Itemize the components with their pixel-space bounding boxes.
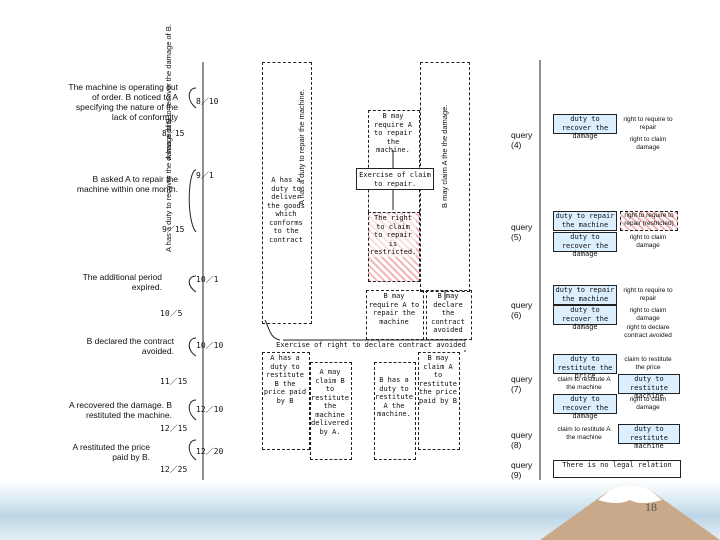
query-label: query (8) bbox=[511, 430, 539, 450]
date-label: 10／10 bbox=[196, 340, 223, 351]
date-label: 12／10 bbox=[196, 404, 223, 415]
right-restricted: The right to claim to repair is restrict… bbox=[370, 214, 416, 257]
q7-box: duty to restitute machine bbox=[618, 374, 680, 394]
query-label: query (5) bbox=[511, 222, 539, 242]
date-label: 12／15 bbox=[160, 423, 187, 434]
date-label: 12／20 bbox=[196, 446, 223, 457]
q8-text: claim to restitute A the machine bbox=[553, 426, 615, 442]
a-claim-restitute: A may claim B to restitute the machine d… bbox=[310, 368, 350, 436]
q7-box: duty to recover the damage bbox=[553, 394, 617, 414]
query-label: query (7) bbox=[511, 374, 539, 394]
a-duty-deliver: A has a duty to deliver the goods which … bbox=[266, 176, 306, 244]
q5-text: right to claim damage bbox=[620, 234, 676, 250]
a-duty-restitute: A has a duty to restitute B the price pa… bbox=[262, 354, 308, 405]
q4-text: right to claim damage bbox=[620, 136, 676, 152]
q6-box: duty to repair the machine bbox=[553, 285, 617, 305]
event-5: A recovered the damage. B restituted the… bbox=[64, 400, 172, 420]
date-label: 10／5 bbox=[160, 308, 182, 319]
date-label: 9／1 bbox=[196, 170, 214, 181]
event-6: A restituted the price paid by B. bbox=[64, 442, 150, 462]
event-3: The additional period expired. bbox=[64, 272, 162, 292]
q6-box: duty to recover the damage bbox=[553, 305, 617, 325]
q5-box: duty to repair the machine bbox=[553, 211, 617, 231]
q7-text: right to claim damage bbox=[620, 396, 676, 412]
b-require-repair-2: B may require A to repair the machine bbox=[368, 292, 420, 326]
date-label: 12／25 bbox=[160, 464, 187, 475]
q8-box: duty to restitute machine bbox=[618, 424, 680, 444]
b-require-repair: B may require A to repair the machine. bbox=[370, 112, 416, 155]
exercise-declare: Exercise of right to declare contract av… bbox=[276, 341, 466, 350]
q6-text: right to declare contract avoided bbox=[620, 324, 676, 340]
q7-text: claim to restitute A the machine bbox=[553, 376, 615, 392]
q5-hatch: right to require to repair (restricted) bbox=[620, 211, 678, 231]
mountain-graphic bbox=[540, 470, 720, 540]
q4-box: duty to recover the damage bbox=[553, 114, 617, 134]
query-label: query (9) bbox=[511, 460, 539, 480]
exercise-claim: Exercise of claim to repair. bbox=[357, 169, 433, 188]
q6-text: right to claim damage bbox=[620, 307, 676, 323]
b-duty-restitute: B has a duty to restitute A the machine. bbox=[374, 376, 414, 419]
q6-text: right to require to repair bbox=[620, 287, 676, 303]
q7-text: claim to restitute the price bbox=[620, 356, 676, 372]
q5-box: duty to recover the damage bbox=[553, 232, 617, 252]
b-claim-restitute: B may claim A to restitute the price pai… bbox=[418, 354, 458, 405]
q4-text: right to require to repair bbox=[620, 116, 676, 132]
event-1: The machine is operating out of order. B… bbox=[64, 82, 178, 122]
date-label: 10／1 bbox=[196, 274, 218, 285]
query-label: query (4) bbox=[511, 130, 539, 150]
event-2: B asked A to repair the machine within o… bbox=[64, 174, 178, 194]
q7-box: duty to restitute the price bbox=[553, 354, 617, 374]
date-label: 8／10 bbox=[196, 96, 218, 107]
event-4: B declared the contract avoided. bbox=[64, 336, 174, 356]
b-declare-avoided: B may declare the contract avoided bbox=[428, 292, 468, 335]
date-label: 11／15 bbox=[160, 376, 187, 387]
page-number: 18 bbox=[645, 500, 657, 515]
query-label: query (6) bbox=[511, 300, 539, 320]
exercise-claim-box: Exercise of claim to repair. bbox=[356, 168, 434, 190]
vertical-label: A has a duty to recover the damage of B. bbox=[164, 116, 173, 252]
